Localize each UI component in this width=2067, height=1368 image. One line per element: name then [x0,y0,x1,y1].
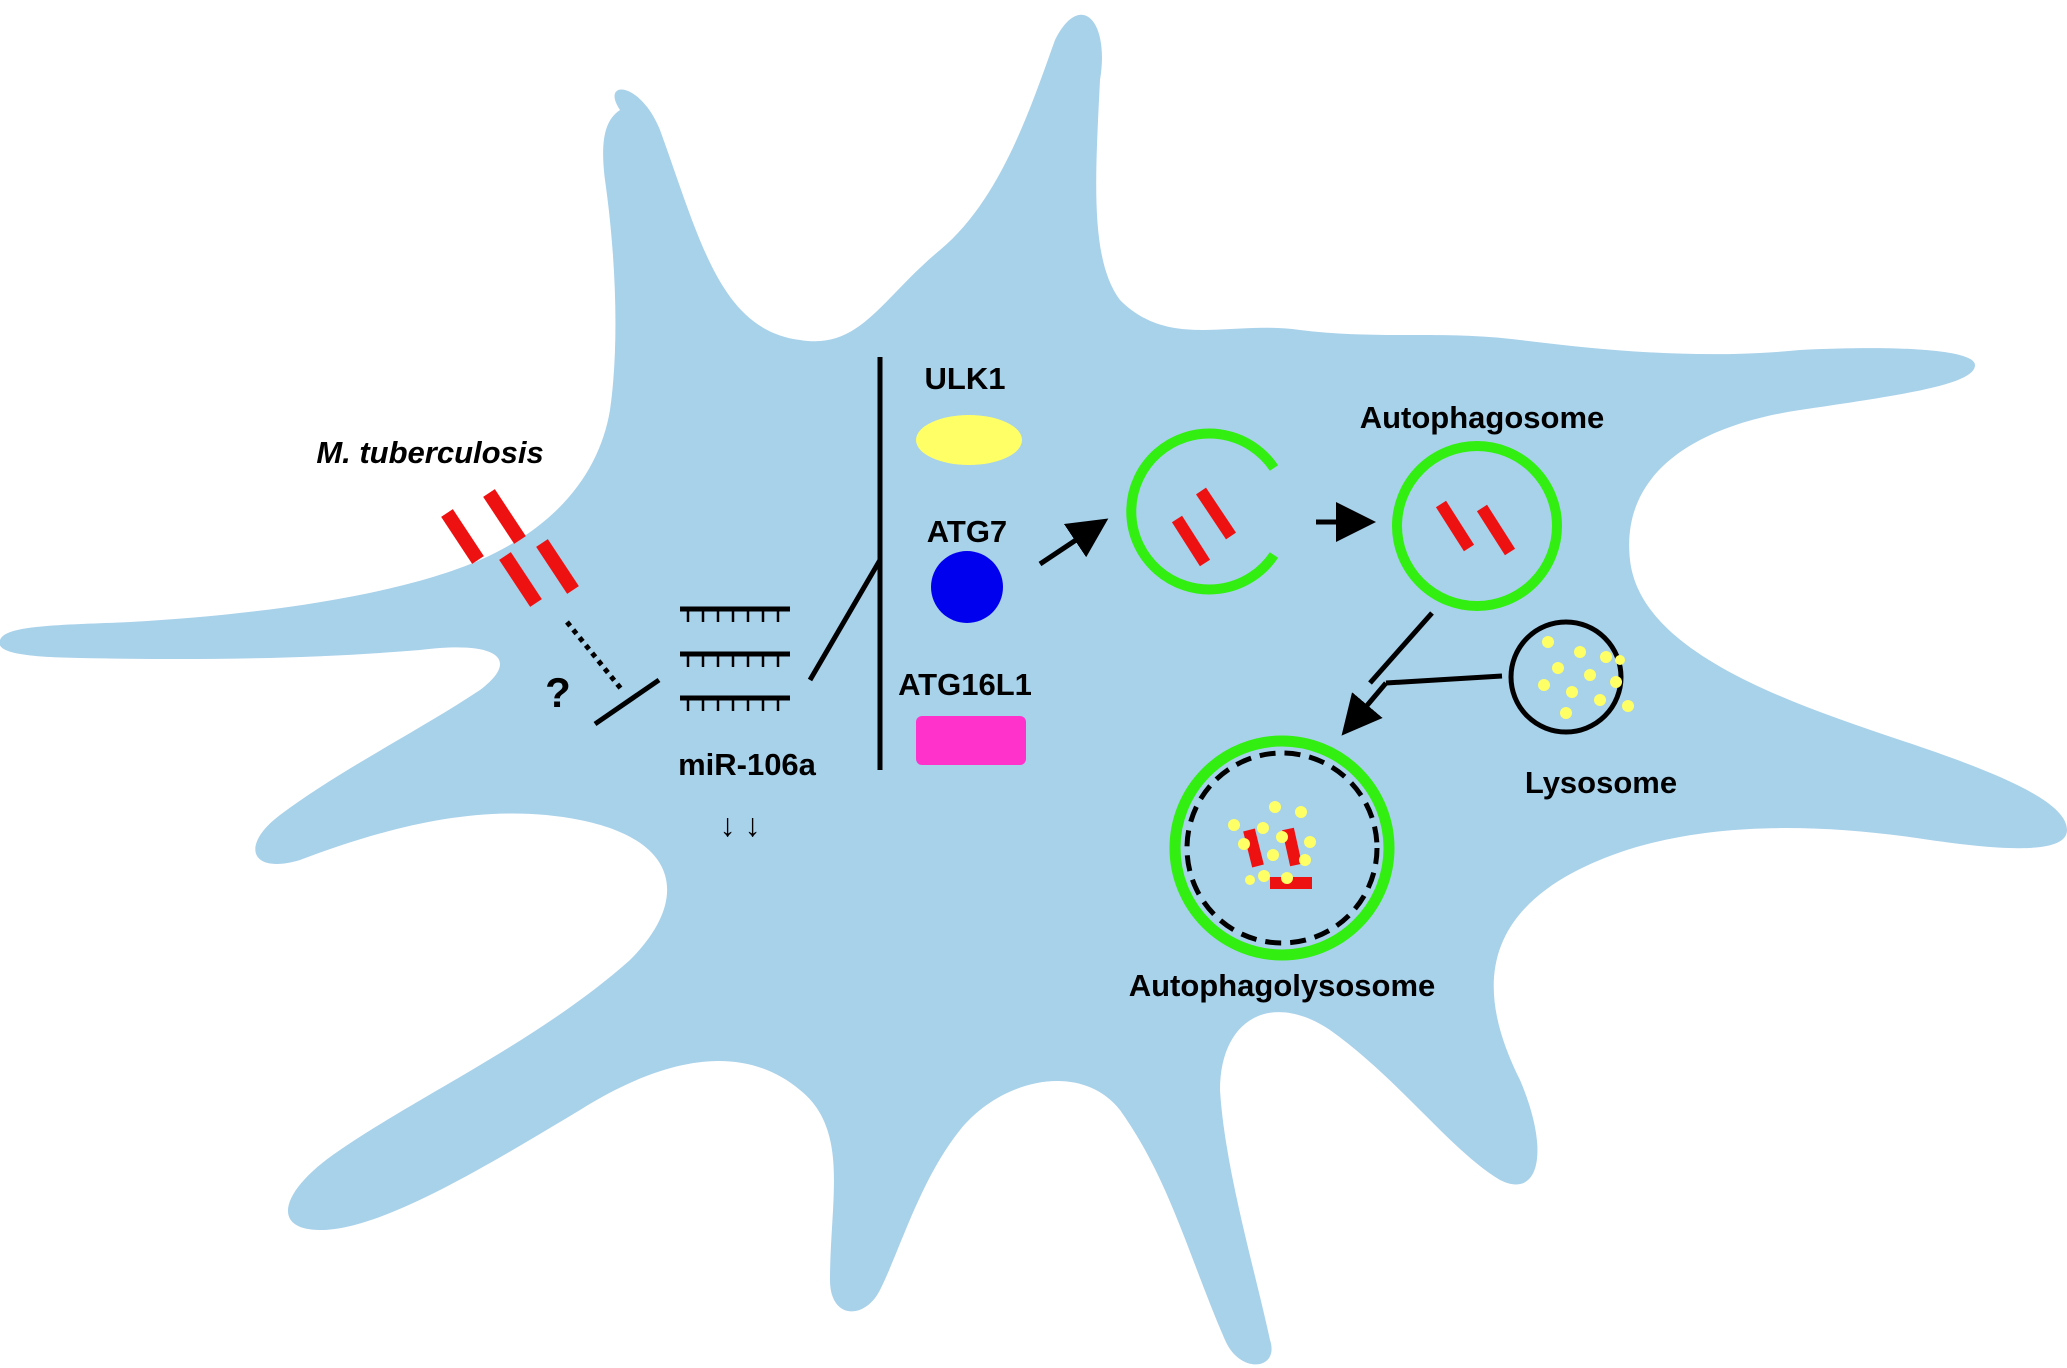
bacteria-icon [441,489,579,607]
phagophore [1126,428,1279,595]
bacteria-icon [1171,487,1236,567]
atg7-label: ATG7 [927,514,1007,549]
degraded-bacteria-icon [1243,827,1312,889]
autophagolysosome-inner-membrane [1184,750,1380,946]
bacteria-icon [1435,500,1516,556]
lysosome-granules [1228,801,1316,885]
ulk1-label: ULK1 [925,361,1006,396]
fusion-arrow-icon [1341,681,1388,736]
lysosome-label: Lysosome [1525,765,1677,800]
inhibition-bar-icon [593,677,661,727]
ulk1-shape [916,415,1022,465]
question-mark: ? [545,669,571,716]
fusion-line [1368,611,1434,685]
mirna-label: miR-106a [678,747,817,782]
inhibition-line [807,558,883,682]
uncertain-inhibition-line [565,620,624,692]
fusion-line [1385,673,1503,686]
lysosome [1508,619,1624,735]
pathogen-label: M. tuberculosis [316,435,543,470]
atg16l1-shape [916,716,1026,765]
atg16l1-label: ATG16L1 [898,667,1032,702]
autophagosome-label: Autophagosome [1360,400,1605,435]
lysosome-granules [1538,636,1634,719]
activation-arrow-icon [1038,518,1109,567]
mirna-downregulation-arrows: ↓ ↓ [720,807,761,843]
macrophage-cell [0,14,2067,1365]
autophagosome [1392,441,1562,611]
mirna-duplex-icon [680,606,790,711]
atg7-shape [931,551,1003,623]
autophagolysosome [1169,735,1395,961]
autophagolysosome-label: Autophagolysosome [1129,968,1436,1003]
